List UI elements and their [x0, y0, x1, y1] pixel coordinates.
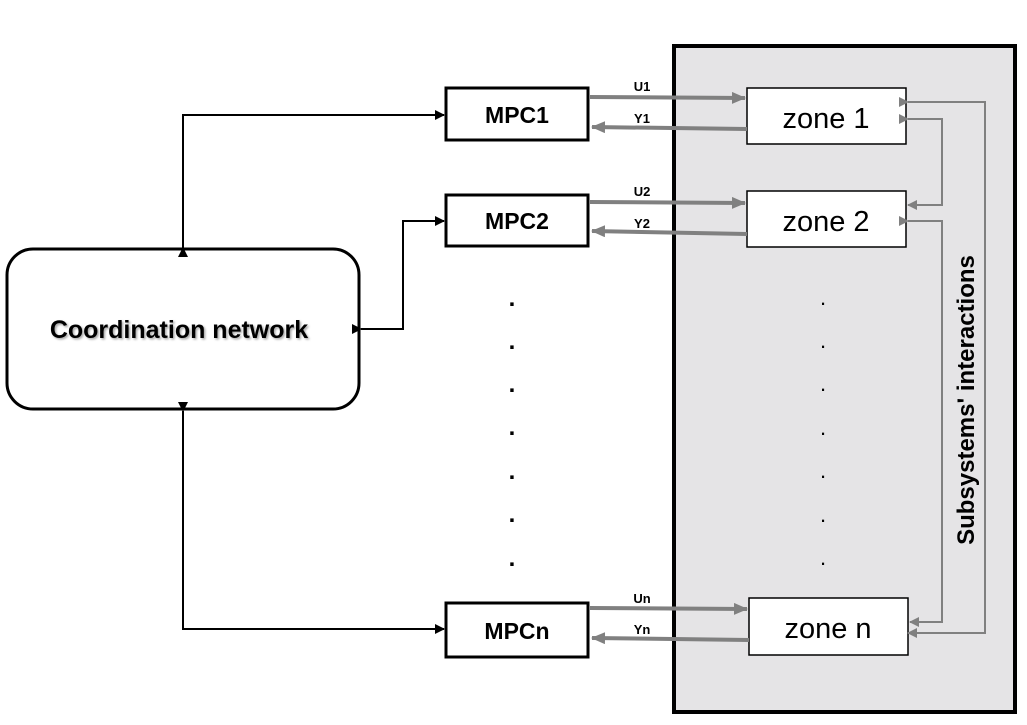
- mpcn-box: [444, 601, 590, 659]
- mpc-ellipsis-dot: .: [509, 501, 516, 528]
- mpc-ellipsis-dot: .: [509, 371, 516, 398]
- u2-arrow: [589, 196, 746, 209]
- zonen-label: zone n: [784, 613, 871, 645]
- zone2-box: [746, 190, 907, 248]
- un-label: Un: [633, 591, 650, 606]
- zone-ellipsis-dot: .: [820, 545, 826, 570]
- mpc2-box: [444, 193, 590, 248]
- coord-mpcn-link: [178, 402, 445, 634]
- mpc1-label: MPC1: [485, 102, 549, 128]
- mpc2-label: MPC2: [485, 208, 549, 234]
- zone-ellipsis: . . . . . . .: [820, 285, 826, 570]
- mpc-ellipsis-dot: .: [509, 458, 516, 485]
- mpc-ellipsis-dot: .: [509, 545, 516, 572]
- mpc-ellipsis-dot: .: [509, 285, 516, 312]
- y2-label: Y2: [634, 216, 650, 231]
- interaction-outer: [899, 97, 986, 638]
- zone-ellipsis-dot: .: [820, 502, 826, 527]
- yn-label: Yn: [634, 622, 651, 637]
- coord-mpc1-link: [178, 110, 445, 257]
- zone-ellipsis-dot: .: [820, 415, 826, 440]
- u1-arrow: [589, 91, 746, 104]
- zone1-label: zone 1: [782, 103, 869, 135]
- interaction-zone1-zone2: [899, 114, 943, 210]
- y2-arrow: [591, 225, 748, 238]
- zone-ellipsis-dot: .: [820, 371, 826, 396]
- zone1-box: [746, 87, 907, 145]
- mpc-ellipsis-dot: .: [509, 414, 516, 441]
- coord-mpc2-link: [352, 216, 445, 334]
- zone-ellipsis-dot: .: [820, 328, 826, 353]
- y1-arrow: [591, 121, 748, 134]
- u2-label: U2: [634, 184, 651, 199]
- mpc-ellipsis-dot: .: [509, 328, 516, 355]
- coordination-network-label: Coordination network: [50, 316, 308, 344]
- y1-label: Y1: [634, 111, 650, 126]
- subsystems-interactions-label: Subsystems' interactions: [953, 255, 980, 545]
- mpc-ellipsis: . . . . . . .: [509, 285, 516, 572]
- zone-ellipsis-dot: .: [820, 458, 826, 483]
- zone2-label: zone 2: [782, 206, 869, 238]
- mpcn-label: MPCn: [484, 618, 549, 644]
- u1-label: U1: [634, 79, 651, 94]
- interaction-zone2-zonen: [899, 216, 943, 627]
- mpc1-box: [444, 86, 590, 142]
- yn-arrow: [591, 632, 750, 645]
- un-arrow: [589, 602, 748, 615]
- zone-ellipsis-dot: .: [820, 285, 826, 310]
